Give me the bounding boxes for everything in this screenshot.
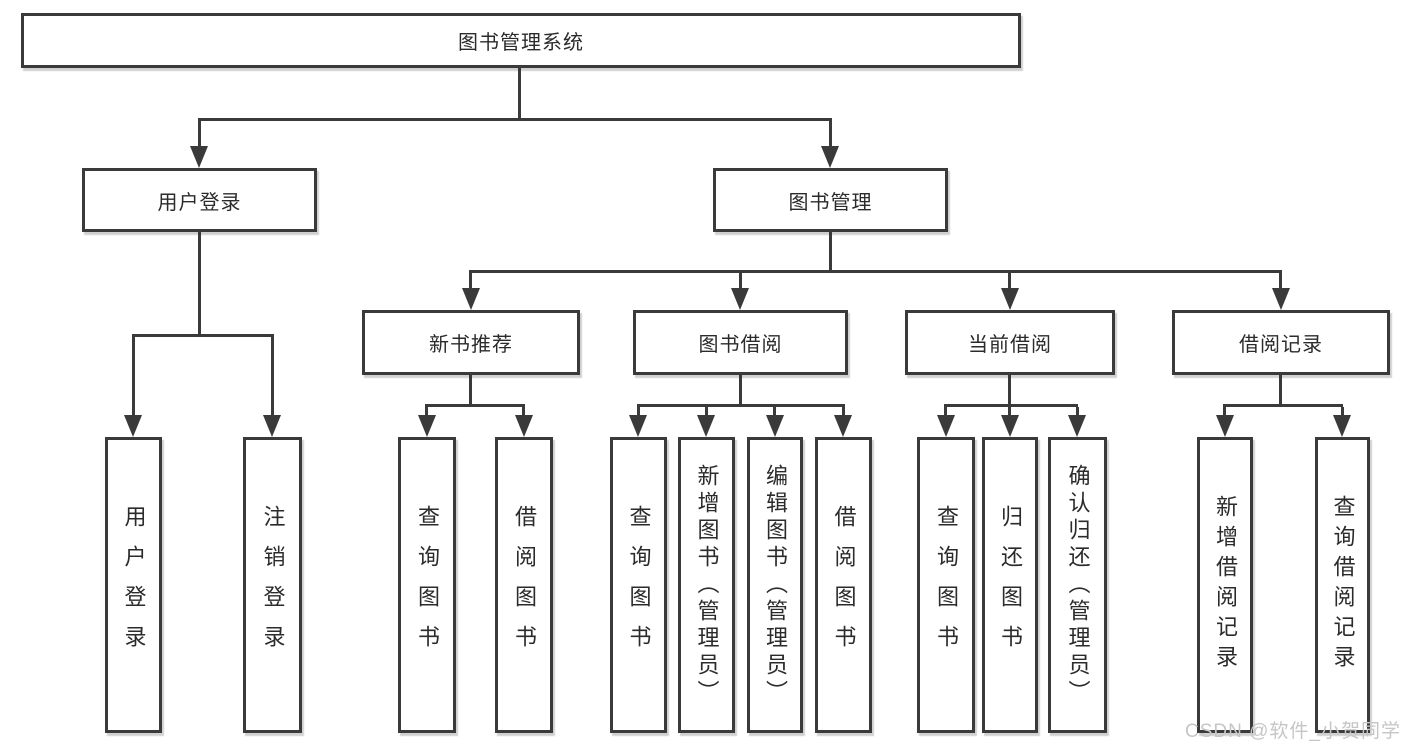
leaf-logout-label: 注销登录 — [260, 505, 286, 665]
leaf-add-borrow-record: 新增借阅记录 — [1197, 437, 1253, 733]
arrowhead-borrow-books-recommend — [515, 415, 533, 437]
leaf-borrow-books-recommend-label: 借阅图书 — [512, 505, 537, 665]
leaf-user-login-label: 用户登录 — [121, 505, 147, 665]
connector-drop-return-books — [1008, 407, 1011, 415]
leaf-query-books-borrowing-label: 查询图书 — [626, 505, 652, 665]
arrowhead-leaf-user-login — [124, 415, 142, 437]
leaf-add-books-admin-label: 新增图书（管理员） — [694, 463, 720, 707]
arrowhead-book-borrowing — [731, 288, 749, 310]
connector-book-management-stem — [829, 232, 832, 270]
connector-root-bus — [198, 118, 832, 121]
leaf-add-books-admin: 新增图书（管理员） — [678, 437, 735, 733]
leaf-user-login: 用户登录 — [105, 437, 162, 733]
leaf-query-books-current: 查询图书 — [917, 437, 975, 733]
leaf-query-books-current-label: 查询图书 — [934, 505, 959, 665]
leaf-query-books-recommend: 查询图书 — [398, 437, 456, 733]
arrowhead-borrow-books-borrowing — [834, 415, 852, 437]
connector-borrowing-records-stem — [1279, 375, 1282, 404]
watermark: CSDN @软件_小贺同学 — [1185, 721, 1401, 742]
leaf-query-books-recommend-label: 查询图书 — [415, 505, 440, 665]
node-root: 图书管理系统 — [21, 13, 1021, 68]
arrowhead-query-borrow-record — [1333, 415, 1351, 437]
connector-new-book-stem — [469, 375, 472, 404]
arrowhead-current-borrowing — [1001, 288, 1019, 310]
node-current-borrowing-label: 当前借阅 — [968, 334, 1052, 356]
connector-new-book-bus — [425, 404, 525, 407]
arrowhead-query-books-recommend — [418, 415, 436, 437]
node-book-management-label: 图书管理 — [788, 191, 873, 214]
leaf-query-borrow-record: 查询借阅记录 — [1315, 437, 1370, 733]
connector-drop-current-borrowing — [1008, 273, 1011, 288]
connector-drop-confirm-return — [1076, 407, 1079, 415]
leaf-query-borrow-record-label: 查询借阅记录 — [1330, 495, 1356, 675]
leaf-edit-books-admin-label: 编辑图书（管理员） — [763, 463, 788, 707]
leaf-borrow-books-borrowing-label: 借阅图书 — [831, 505, 857, 665]
arrowhead-add-borrow-record — [1216, 415, 1234, 437]
arrowhead-confirm-return — [1068, 415, 1086, 437]
leaf-add-borrow-record-label: 新增借阅记录 — [1213, 495, 1238, 675]
leaf-return-books-label: 归还图书 — [998, 505, 1023, 665]
connector-drop-borrow-books-recommend — [522, 407, 525, 415]
connector-book-borrowing-stem — [739, 375, 742, 404]
connector-drop-leaf-user-login — [132, 337, 135, 415]
connector-drop-query-borrow-record — [1341, 407, 1344, 415]
leaf-confirm-return-admin: 确认归还（管理员） — [1048, 437, 1107, 733]
node-book-borrowing: 图书借阅 — [633, 310, 848, 375]
connector-drop-query-books-recommend — [425, 407, 428, 415]
connector-current-borrowing-bus — [944, 404, 1078, 407]
leaf-borrow-books-borrowing: 借阅图书 — [815, 437, 872, 733]
connector-book-management-bus — [469, 270, 1282, 273]
connector-root-stem — [518, 68, 521, 118]
arrowhead-query-books-borrowing — [629, 415, 647, 437]
node-book-borrowing-label: 图书借阅 — [698, 334, 783, 356]
connector-borrowing-records-bus — [1223, 404, 1343, 407]
connector-drop-user-login — [198, 121, 201, 146]
node-borrowing-records: 借阅记录 — [1172, 310, 1390, 375]
arrowhead-return-books — [1001, 415, 1019, 437]
arrowhead-user-login — [190, 146, 208, 168]
leaf-edit-books-admin: 编辑图书（管理员） — [747, 437, 803, 733]
connector-drop-book-borrowing — [739, 273, 742, 288]
connector-user-login-stem — [198, 232, 201, 334]
connector-drop-new-book — [469, 273, 472, 288]
arrowhead-leaf-logout — [263, 415, 281, 437]
leaf-logout: 注销登录 — [243, 437, 302, 733]
node-user-login-label: 用户登录 — [157, 191, 242, 214]
leaf-return-books: 归还图书 — [982, 437, 1038, 733]
arrowhead-new-book — [462, 288, 480, 310]
leaf-borrow-books-recommend: 借阅图书 — [495, 437, 553, 733]
connector-drop-borrowing-records — [1279, 273, 1282, 288]
connector-user-login-bus — [132, 334, 274, 337]
node-new-book-recommendation-label: 新书推荐 — [429, 334, 513, 356]
connector-drop-query-books-current — [944, 407, 947, 415]
leaf-confirm-return-admin-label: 确认归还（管理员） — [1065, 463, 1091, 707]
arrowhead-add-books — [697, 415, 715, 437]
node-user-login: 用户登录 — [82, 168, 317, 232]
connector-drop-query-books-borrowing — [637, 407, 640, 415]
node-new-book-recommendation: 新书推荐 — [362, 310, 580, 375]
leaf-query-books-borrowing: 查询图书 — [610, 437, 667, 733]
node-borrowing-records-label: 借阅记录 — [1239, 334, 1323, 356]
connector-drop-book-management — [829, 121, 832, 146]
arrowhead-book-management — [821, 146, 839, 168]
connector-current-borrowing-stem — [1008, 375, 1011, 404]
arrowhead-edit-books — [766, 415, 784, 437]
connector-drop-borrow-books-borrowing — [842, 407, 845, 415]
connector-drop-add-books — [705, 407, 708, 415]
arrowhead-query-books-current — [937, 415, 955, 437]
node-current-borrowing: 当前借阅 — [905, 310, 1115, 375]
connector-book-borrowing-bus — [637, 404, 845, 407]
connector-drop-edit-books — [773, 407, 776, 415]
node-book-management: 图书管理 — [713, 168, 948, 232]
connector-drop-add-borrow-record — [1223, 407, 1226, 415]
connector-drop-leaf-logout — [271, 337, 274, 415]
node-root-label: 图书管理系统 — [458, 32, 584, 54]
arrowhead-borrowing-records — [1272, 288, 1290, 310]
